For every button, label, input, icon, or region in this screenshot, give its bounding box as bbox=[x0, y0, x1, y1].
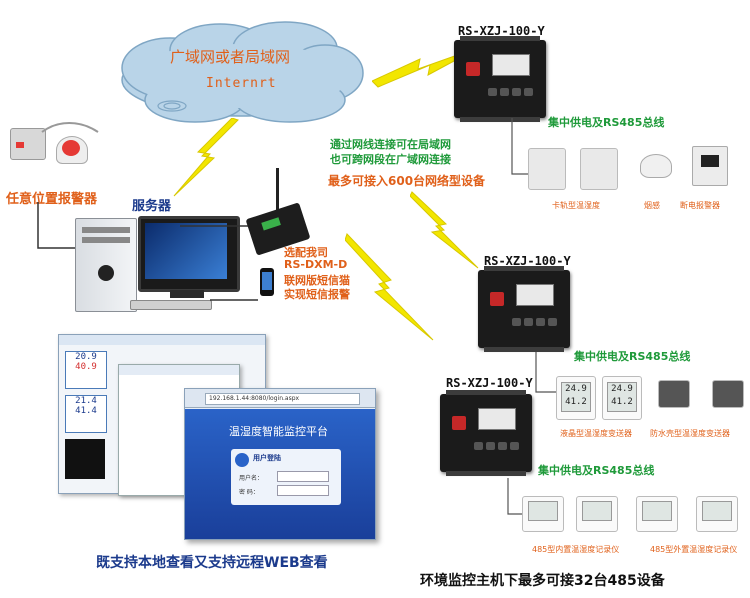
keyboard bbox=[130, 300, 212, 310]
din-rail-sensor-1 bbox=[528, 148, 566, 190]
username-label: 用户名： bbox=[239, 475, 264, 482]
cloud-subtitle: Internrt bbox=[206, 76, 277, 91]
sms-line-1: 选配我司 bbox=[284, 246, 328, 259]
bus-label-3: 集中供电及RS485总线 bbox=[538, 464, 655, 477]
address-bar[interactable]: 192.168.1.44:8080/login.aspx bbox=[205, 393, 360, 405]
login-title: 用户登陆 bbox=[253, 454, 281, 462]
alarm-label: 任意位置报警器 bbox=[6, 192, 98, 207]
siren-icon bbox=[62, 140, 80, 156]
lcd2-temp: 24.9 bbox=[611, 384, 633, 394]
reading-1: 20.9 bbox=[75, 352, 97, 362]
reading-card-1: 20.9 40.9 bbox=[65, 351, 107, 389]
graph-panel bbox=[65, 439, 105, 479]
group1-caption-1: 卡轨型温湿度 bbox=[552, 201, 600, 210]
reading-4: 41.4 bbox=[75, 406, 97, 416]
group1-caption-2: 烟感 bbox=[644, 201, 660, 210]
antenna bbox=[276, 168, 279, 218]
lightning-bolt-icon bbox=[410, 191, 479, 269]
controller-2 bbox=[478, 266, 570, 352]
recorder-internal-1 bbox=[522, 496, 564, 532]
network-note-1: 通过网线连接可在局域网 bbox=[330, 138, 451, 151]
controller-model-1: RS-XZJ-100-Y bbox=[458, 24, 545, 38]
controller-model-3: RS-XZJ-100-Y bbox=[446, 376, 533, 390]
group3-caption-2: 485型外置温湿度记录仪 bbox=[650, 545, 738, 554]
waterproof-transmitter-2 bbox=[712, 380, 744, 408]
lcd1-hum: 41.2 bbox=[565, 397, 587, 407]
sms-line-3: 联网版短信猫 bbox=[284, 274, 350, 287]
alarm-led bbox=[16, 142, 24, 148]
controller-3 bbox=[440, 390, 532, 476]
controller-1 bbox=[454, 36, 546, 122]
lcd-transmitter-2: 24.9 41.2 bbox=[602, 376, 642, 420]
server-cable bbox=[210, 299, 258, 301]
lcd-transmitter-1: 24.9 41.2 bbox=[556, 376, 596, 420]
pc-tower bbox=[75, 218, 137, 312]
reading-3: 21.4 bbox=[75, 396, 97, 406]
alarm-cable bbox=[41, 122, 99, 133]
group2-caption-2: 防水壳型温湿度变送器 bbox=[650, 429, 730, 438]
platform-title: 温湿度智能监控平台 bbox=[229, 425, 328, 438]
reading-card-2: 21.4 41.4 bbox=[65, 395, 107, 433]
sms-line-4: 实现短信报警 bbox=[284, 288, 350, 301]
footer-note: 环境监控主机下最多可接32台485设备 bbox=[420, 573, 665, 589]
reading-2: 40.9 bbox=[75, 362, 97, 372]
controller-model-2: RS-XZJ-100-Y bbox=[484, 254, 571, 268]
username-input[interactable] bbox=[277, 471, 329, 482]
lcd2-hum: 41.2 bbox=[611, 397, 633, 407]
lightning-bolt-icon bbox=[173, 118, 239, 197]
din-rail-sensor-2 bbox=[580, 148, 618, 190]
smoke-detector-icon bbox=[640, 154, 672, 178]
alarm-line bbox=[37, 202, 92, 249]
web-browser-window: 192.168.1.44:8080/login.aspx 温湿度智能监控平台 用… bbox=[184, 388, 376, 540]
recorder-external-1 bbox=[636, 496, 678, 532]
cloud-title: 广域网或者局域网 bbox=[170, 48, 291, 66]
view-note: 既支持本地查看又支持远程WEB查看 bbox=[96, 555, 328, 571]
bus-label-1: 集中供电及RS485总线 bbox=[548, 116, 665, 129]
waterproof-transmitter-1 bbox=[658, 380, 690, 408]
lightning-bolt-icon bbox=[345, 233, 434, 341]
sms-line-2: RS-DXM-D bbox=[284, 258, 348, 271]
max-devices-note: 最多可接入600台网络型设备 bbox=[328, 174, 486, 188]
power-alarm-device bbox=[692, 146, 728, 186]
network-note-2: 也可跨网段在广域网连接 bbox=[330, 153, 451, 166]
server-label: 服务器 bbox=[132, 199, 172, 214]
server-to-modem-line bbox=[180, 225, 258, 227]
monitor-stand bbox=[170, 290, 204, 298]
password-label: 密 码： bbox=[239, 489, 259, 496]
group2-caption-1: 液晶型温湿度变送器 bbox=[560, 429, 632, 438]
password-input[interactable] bbox=[277, 485, 329, 496]
phone-icon bbox=[260, 268, 274, 296]
lcd1-temp: 24.9 bbox=[565, 384, 587, 394]
group3-caption-1: 485型内置温湿度记录仪 bbox=[532, 545, 620, 554]
recorder-internal-2 bbox=[576, 496, 618, 532]
cloud-shape bbox=[121, 21, 364, 123]
group1-caption-3: 断电报警器 bbox=[680, 201, 720, 210]
recorder-external-2 bbox=[696, 496, 738, 532]
monitor bbox=[138, 216, 240, 292]
login-panel: 用户登陆 用户名： 密 码： bbox=[231, 449, 341, 505]
bus-label-2: 集中供电及RS485总线 bbox=[574, 350, 691, 363]
